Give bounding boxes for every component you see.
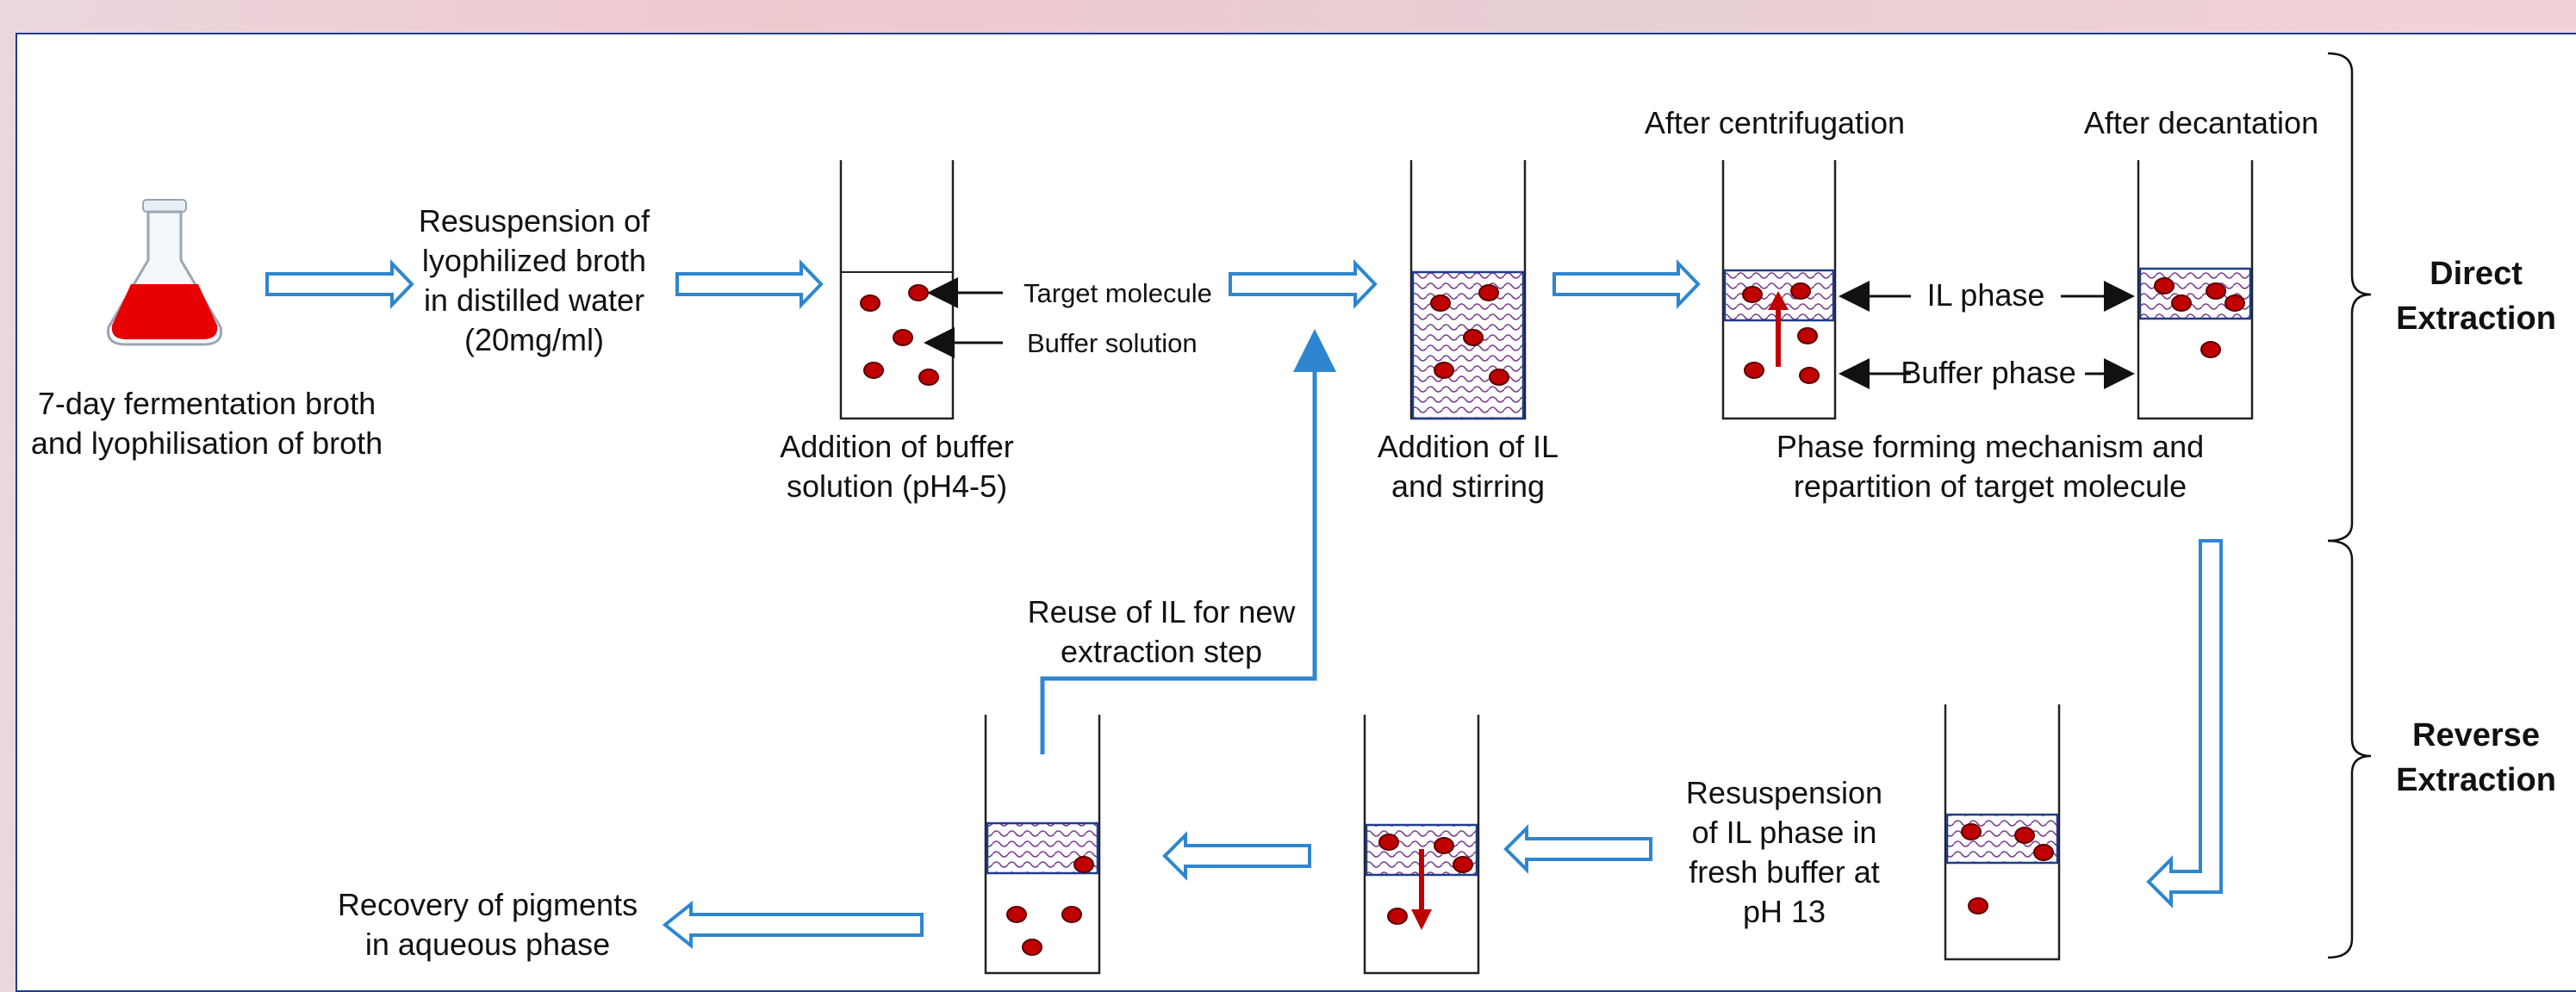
flow-arrow <box>1552 259 1701 309</box>
diagram-panel <box>16 33 2576 992</box>
reverse-resuspension-label: Resuspension of IL phase in fresh buffer… <box>1685 775 1883 929</box>
test-tube-icon <box>1409 160 1527 420</box>
flow-arrow <box>1503 824 1652 874</box>
step-resuspension-label: Resuspension of lyophilized broth in dis… <box>418 203 650 357</box>
flow-arrow <box>662 900 924 950</box>
buffer-phase-callout: Buffer phase <box>1901 355 2076 390</box>
test-tube-icon <box>1721 160 1837 420</box>
reverse-extraction-label: Reverse Extraction <box>2396 717 2556 798</box>
step-fermentation-label: 7-day fermentation broth and lyophilisat… <box>30 386 383 461</box>
after-centrifugation-label: After centrifugation <box>1644 105 1906 140</box>
il-phase-callout: IL phase <box>1926 277 2045 313</box>
after-decantation-label: After decantation <box>2083 105 2319 140</box>
step-add-buffer-label: Addition of buffer solution (pH4-5) <box>780 429 1014 504</box>
reuse-il-label: Reuse of IL for new extraction step <box>1027 594 1296 669</box>
step-add-il-label: Addition of IL and stirring <box>1377 429 1559 504</box>
direct-extraction-label: Direct Extraction <box>2396 256 2556 337</box>
flow-arrow <box>1229 259 1378 309</box>
test-tube-icon <box>1363 715 1480 975</box>
flask-icon <box>106 199 223 346</box>
recovery-pigments-label: Recovery of pigments in aqueous phase <box>337 887 638 962</box>
test-tube-icon <box>2137 160 2254 420</box>
flow-arrow <box>1162 831 1311 881</box>
target-molecule-callout: Target molecule <box>1024 278 1212 308</box>
buffer-solution-callout: Buffer solution <box>1027 328 1198 358</box>
test-tube-icon <box>839 160 955 420</box>
flow-arrow <box>675 259 824 309</box>
phase-mechanism-label: Phase forming mechanism and repartition … <box>1776 429 2205 504</box>
flow-arrow <box>265 259 414 309</box>
test-tube-icon <box>984 715 1101 975</box>
flow-arrow-down-left <box>2146 539 2223 908</box>
test-tube-icon <box>1944 704 2061 961</box>
